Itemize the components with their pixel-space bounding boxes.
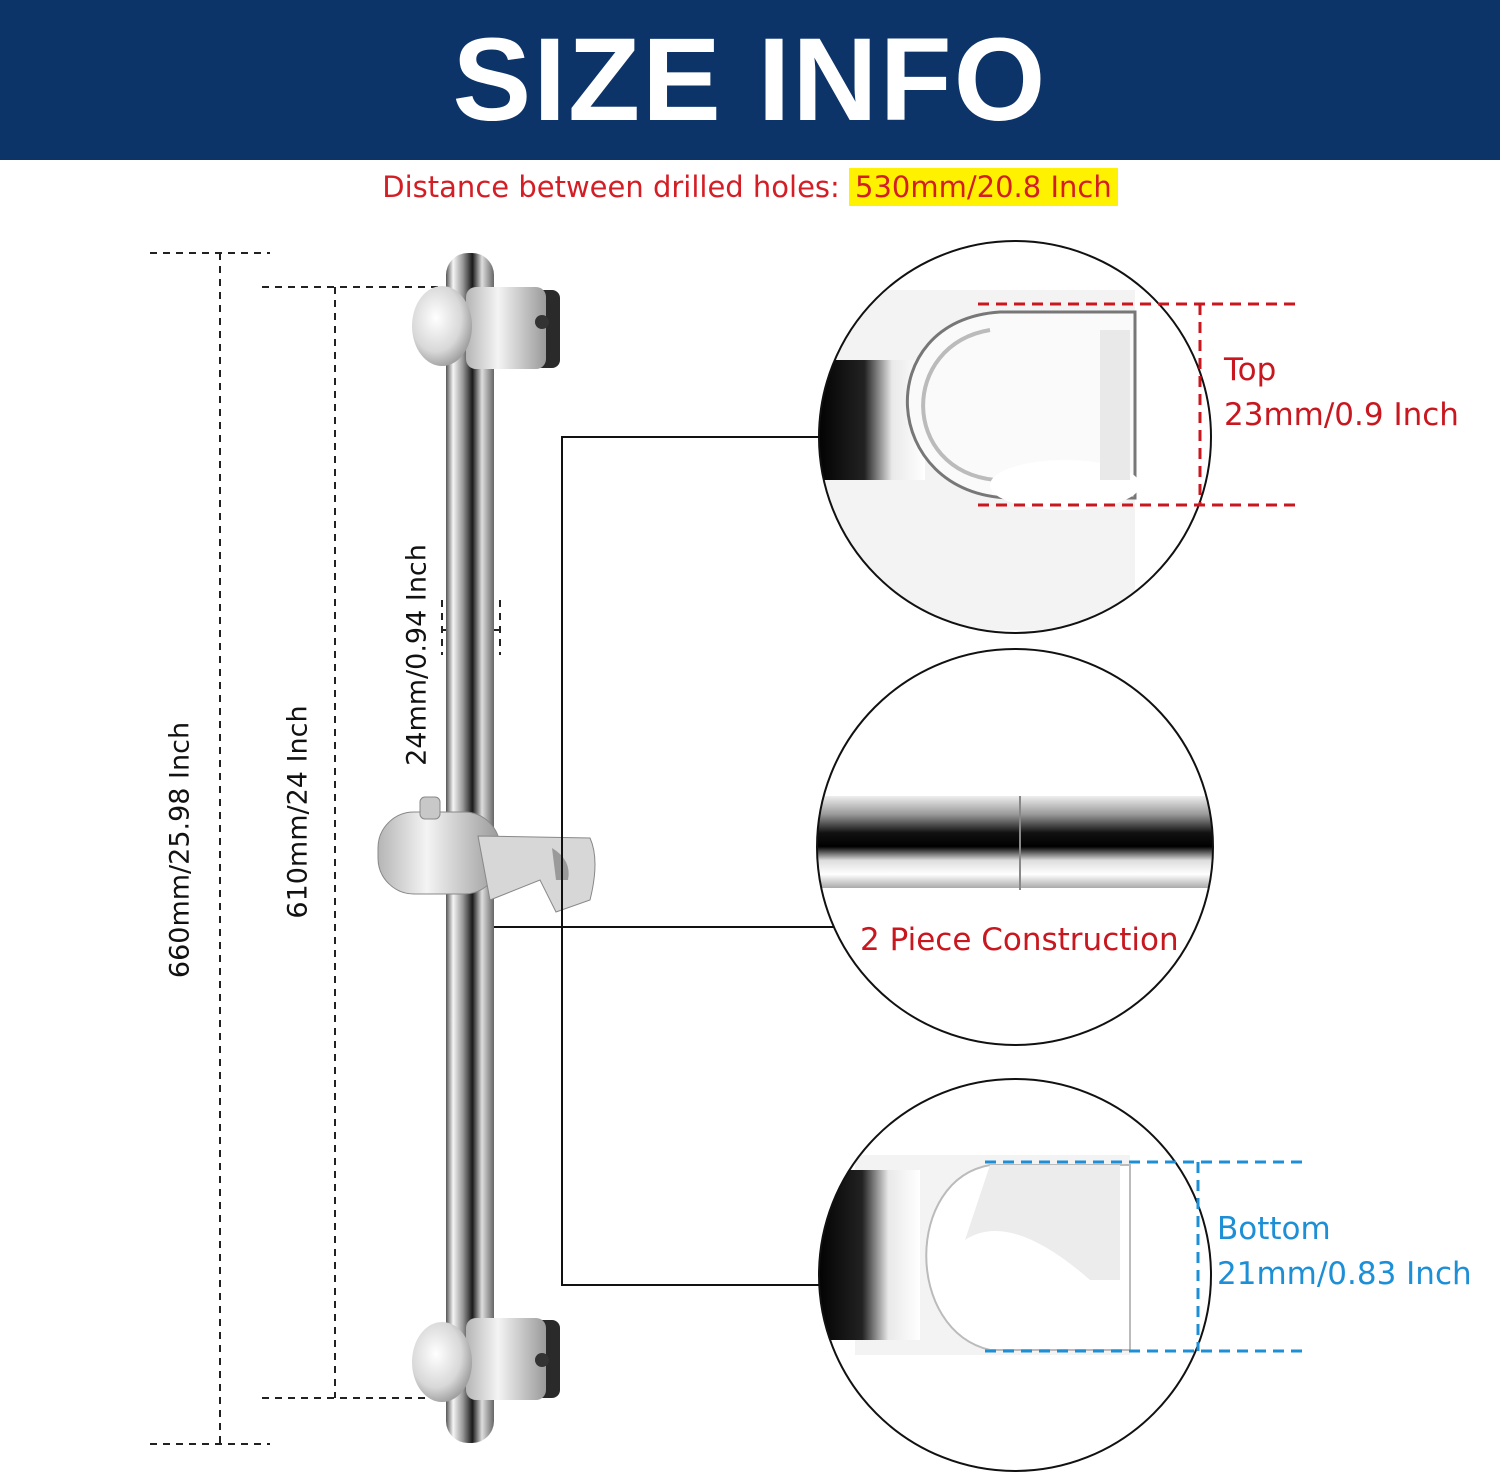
top-callout-value: 23mm/0.9 Inch xyxy=(1224,396,1459,433)
top-detail-circle xyxy=(818,240,1212,634)
hole-distance-note: Distance between drilled holes: 530mm/20… xyxy=(0,168,1500,206)
page-title: SIZE INFO xyxy=(452,14,1048,146)
middle-callout-title: 2 Piece Construction xyxy=(860,922,1179,958)
hole-distance-label: Distance between drilled holes: xyxy=(382,170,850,204)
top-dimension-marks xyxy=(978,302,1300,507)
middle-detail-circle xyxy=(816,648,1214,1046)
bar-diameter-label: 24mm/0.94 Inch xyxy=(401,544,433,766)
slider-holder xyxy=(377,796,596,913)
total-length-label: 660mm/25.98 Inch xyxy=(164,721,196,979)
connector-lines xyxy=(494,436,835,1286)
bottom-callout: Bottom 21mm/0.83 Inch xyxy=(1217,1207,1472,1297)
hole-distance-value: 530mm/20.8 Inch xyxy=(849,168,1118,206)
top-bracket xyxy=(412,286,560,369)
bottom-bracket xyxy=(412,1318,560,1402)
bottom-callout-title: Bottom xyxy=(1217,1211,1331,1247)
middle-callout: 2 Piece Construction xyxy=(860,918,1179,963)
hole-span-label: 610mm/24 Inch xyxy=(282,705,314,919)
bottom-dimension-marks xyxy=(985,1160,1305,1353)
dimension-lines xyxy=(150,252,501,1445)
top-callout-title: Top xyxy=(1224,352,1277,388)
bottom-detail-circle xyxy=(818,1078,1212,1472)
bottom-callout-value: 21mm/0.83 Inch xyxy=(1217,1255,1472,1292)
top-callout: Top 23mm/0.9 Inch xyxy=(1224,348,1459,438)
header-banner: SIZE INFO xyxy=(0,0,1500,160)
